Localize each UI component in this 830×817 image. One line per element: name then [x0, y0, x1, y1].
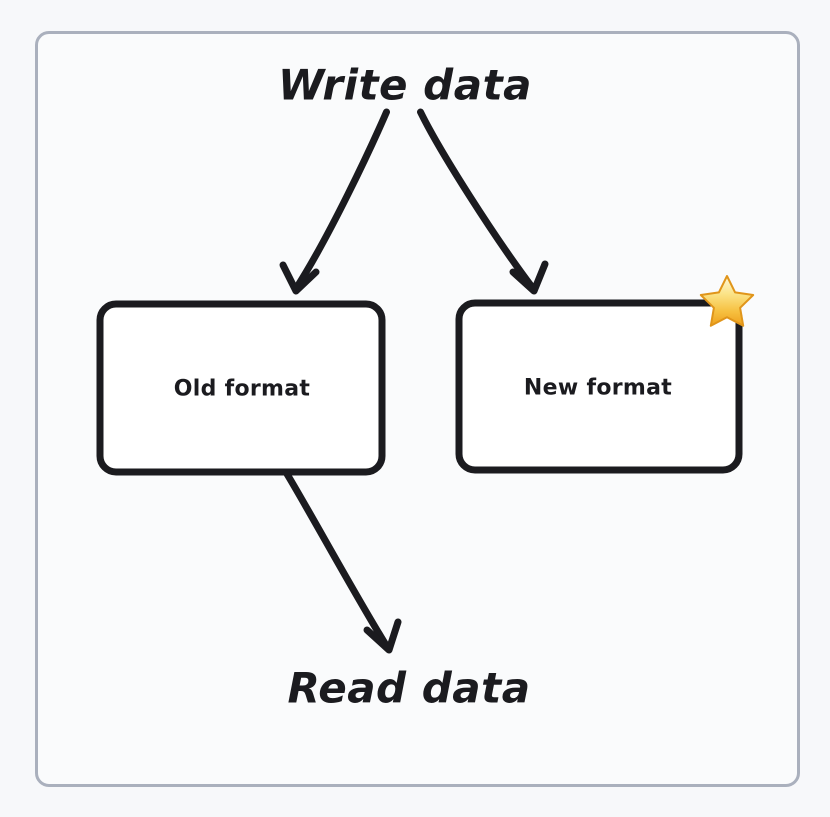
node-new-format[interactable] — [455, 299, 743, 474]
node-old-format[interactable] — [96, 300, 386, 476]
read-data-label: Read data — [287, 663, 531, 713]
star-icon — [699, 275, 755, 327]
old-format-label: Old format — [173, 376, 311, 402]
new-format-label: New format — [523, 375, 673, 401]
arrow-old-format-to-read — [283, 470, 402, 654]
write-data-label: Write data — [278, 60, 532, 110]
arrow-write-to-new-format — [417, 108, 549, 295]
arrow-write-to-old-format — [279, 108, 390, 295]
